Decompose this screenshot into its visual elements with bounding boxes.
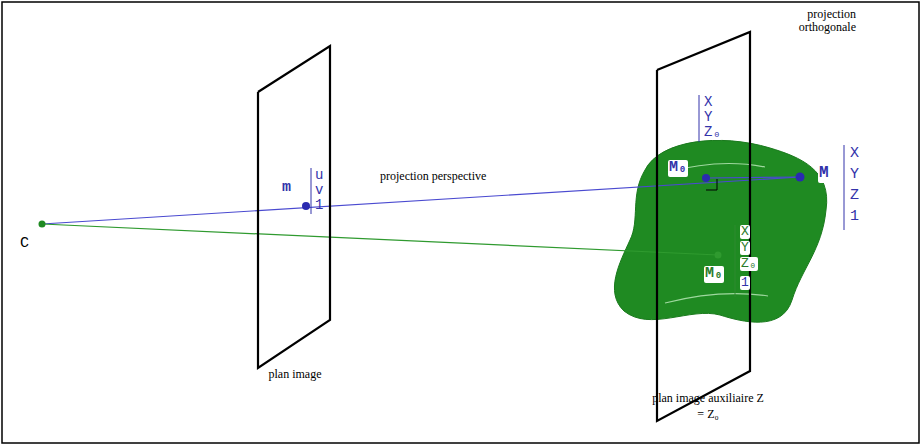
- coordinate-bracket: [844, 145, 845, 230]
- coordinate: Y: [740, 241, 750, 255]
- orthogonal-ray: [706, 177, 800, 178]
- plane-outline: [646, 26, 770, 398]
- object-point: [796, 173, 805, 182]
- image-point: [302, 202, 310, 210]
- image-plane: plan image: [250, 40, 340, 384]
- coordinate: 1: [315, 198, 323, 213]
- coordinate: X: [703, 95, 713, 110]
- coordinate-bracket: [699, 95, 700, 142]
- coordinate-bracket: [735, 225, 736, 297]
- contour-curve: [665, 294, 768, 303]
- point-name: M₀: [704, 266, 724, 283]
- perspective-ray: [42, 177, 800, 224]
- annotation: projection orthogonale: [758, 8, 856, 34]
- image-plane: plan image auxiliaire Z = Z₀: [646, 26, 770, 424]
- point-name: M: [818, 165, 830, 183]
- coordinate: Z₀: [703, 125, 722, 140]
- projected-point: [702, 174, 710, 182]
- object-point: [715, 252, 722, 259]
- coordinate: Z: [850, 188, 859, 205]
- perspective-ray: [42, 224, 718, 255]
- coordinate: Z₀: [740, 257, 758, 271]
- coordinate-bracket: [311, 168, 312, 214]
- point-name: M₀: [668, 160, 688, 177]
- plane-label: plan image auxiliaire Z = Z₀: [651, 390, 765, 422]
- point-name: C: [20, 236, 29, 253]
- coordinate: Y: [850, 167, 859, 184]
- point-name: m: [282, 180, 291, 197]
- annotation: projection perspective: [380, 170, 486, 183]
- coordinate: u: [315, 168, 323, 183]
- plane-label: plan image: [255, 366, 335, 382]
- coordinate: Y: [703, 110, 713, 125]
- coordinate: 1: [850, 209, 859, 226]
- coordinate: X: [850, 146, 859, 163]
- camera-center: [39, 221, 46, 228]
- coordinate: v: [315, 183, 323, 198]
- object-blob: [614, 140, 826, 322]
- coordinate: 1: [740, 276, 750, 290]
- plane-border: [657, 32, 750, 421]
- plane-outline: [250, 40, 340, 374]
- plane-border: [258, 46, 330, 368]
- coordinate: X: [740, 225, 750, 239]
